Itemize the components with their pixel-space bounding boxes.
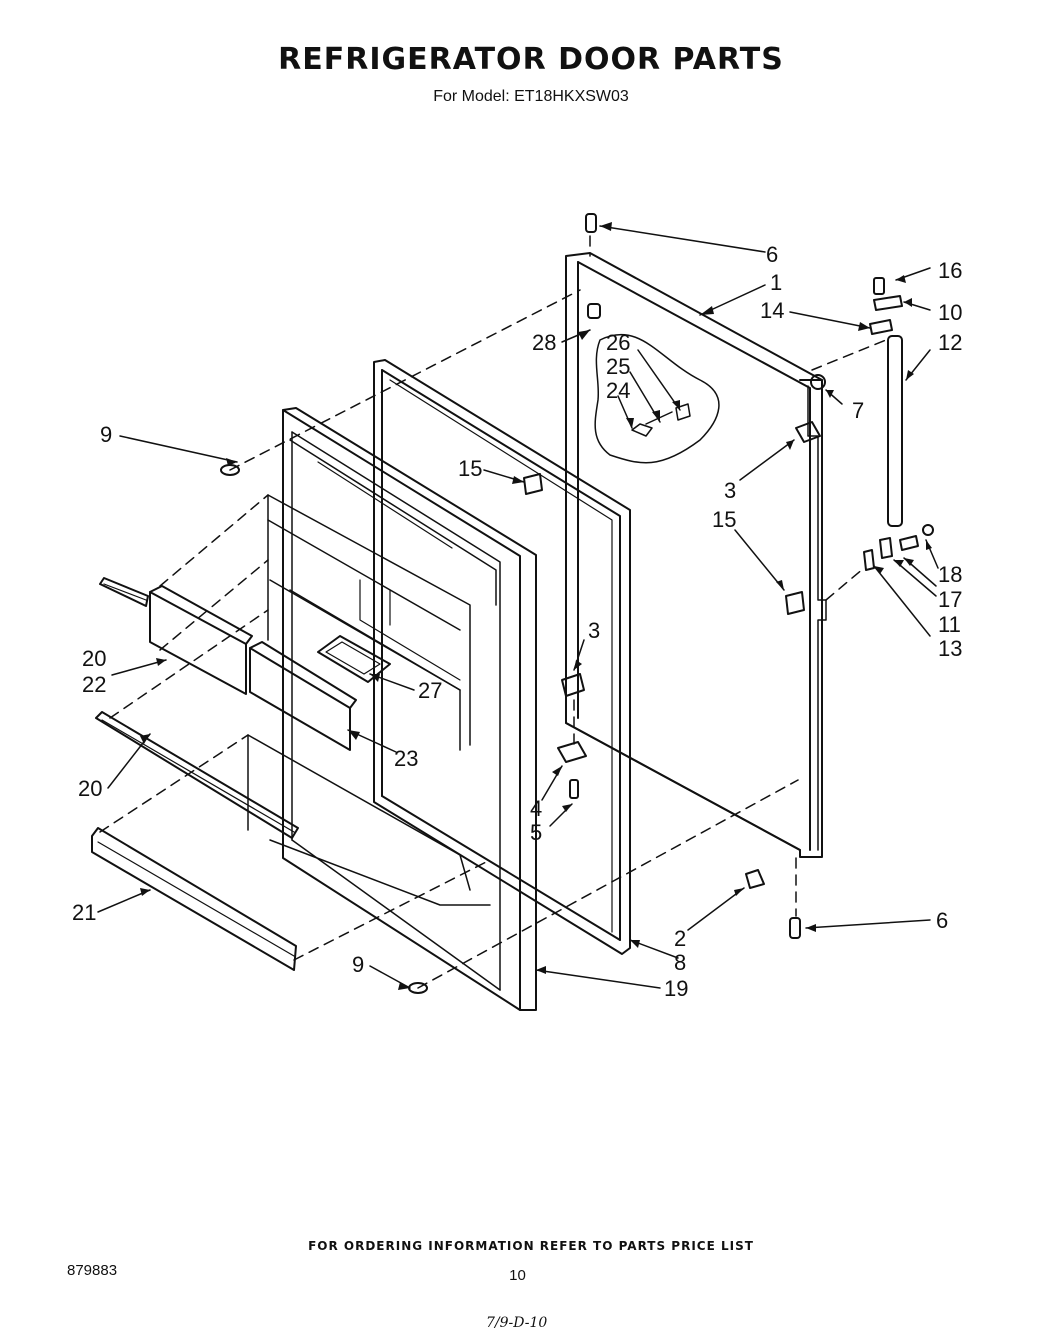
callout-3-upper: 3: [724, 478, 736, 503]
callout-17: 17: [938, 587, 962, 612]
dairy-compartment-lid-inner: [325, 641, 381, 675]
callout-11: 11: [938, 612, 961, 637]
callout-14: 14: [760, 298, 784, 323]
callout-18: 18: [938, 562, 962, 587]
bottom-screw: [789, 917, 801, 939]
top-screw: [585, 213, 597, 233]
handle-screw: [899, 535, 919, 551]
page-title: REFRIGERATOR DOOR PARTS: [278, 42, 784, 77]
callout-5: 5: [530, 820, 542, 845]
hinge-shim: [869, 319, 893, 335]
callout-3-lower: 3: [588, 618, 600, 643]
outer-door-panel: [565, 252, 827, 858]
handle-screw-head: [922, 524, 934, 536]
callout-12: 12: [938, 330, 962, 355]
door-gasket: [373, 359, 631, 955]
callout-26: 26: [606, 330, 630, 355]
top-plug: [587, 303, 601, 319]
handwritten-mark: 7/9-D-10: [486, 1315, 548, 1331]
door-closer-cam: [745, 869, 765, 889]
callout-24: 24: [606, 378, 630, 403]
hinge-pin-top: [873, 277, 885, 295]
hinge-top-plate: [873, 295, 903, 311]
model-subtitle: For Model: ET18HKXSW03: [433, 88, 629, 105]
callout-20-lower: 20: [78, 776, 102, 801]
callout-21: 21: [72, 900, 96, 925]
shelf-bar-upper: [99, 577, 149, 607]
inset-plate: [675, 403, 691, 421]
callout-6-top: 6: [766, 242, 778, 267]
callout-2: 2: [674, 926, 686, 951]
door-bin-middle: [249, 641, 357, 751]
door-hinge-bracket-lower: [561, 673, 585, 697]
ordering-note: FOR ORDERING INFORMATION REFER TO PARTS …: [308, 1239, 754, 1253]
handle-mount: [785, 591, 805, 615]
inner-door-liner: [247, 407, 537, 1011]
hinge-bushing: [557, 741, 587, 763]
callout-15-right: 15: [712, 507, 736, 532]
callout-8: 8: [674, 950, 686, 975]
callout-23: 23: [394, 746, 418, 771]
callout-22: 22: [82, 672, 106, 697]
callout-10: 10: [938, 300, 962, 325]
page-number: 10: [509, 1267, 526, 1284]
callout-4: 4: [530, 796, 542, 821]
door-bin-upper: [149, 585, 253, 695]
handle-bar: [887, 335, 903, 527]
callout-27: 27: [418, 678, 442, 703]
callout-19: 19: [664, 976, 688, 1001]
callout-1: 1: [770, 270, 782, 295]
callout-9-lower: 9: [352, 952, 364, 977]
callout-6-bottom: 6: [936, 908, 948, 933]
door-stop: [810, 374, 826, 390]
arrowheads: [140, 222, 932, 990]
callout-13: 13: [938, 636, 962, 661]
callout-9-upper: 9: [100, 422, 112, 447]
hinge-screw-lower: [569, 779, 579, 799]
callout-7: 7: [852, 398, 864, 423]
callout-20-upper: 20: [82, 646, 106, 671]
handle-end-cap: [863, 549, 875, 571]
callout-16: 16: [938, 258, 962, 283]
bottom-shelf-bar: [91, 827, 297, 971]
alignment-lines: [99, 235, 887, 989]
door-hinge-bracket: [795, 421, 821, 443]
document-number: 879883: [67, 1262, 118, 1279]
dairy-compartment-lid: [317, 635, 391, 683]
callout-25: 25: [606, 354, 630, 379]
callout-28: 28: [532, 330, 556, 355]
shelf-bar-lower: [95, 711, 299, 839]
liner-clip: [523, 473, 543, 495]
inset-bracket: [631, 423, 653, 437]
leader-lines: [97, 225, 939, 989]
callout-15-left: 15: [458, 456, 482, 481]
handle-block: [879, 537, 893, 559]
